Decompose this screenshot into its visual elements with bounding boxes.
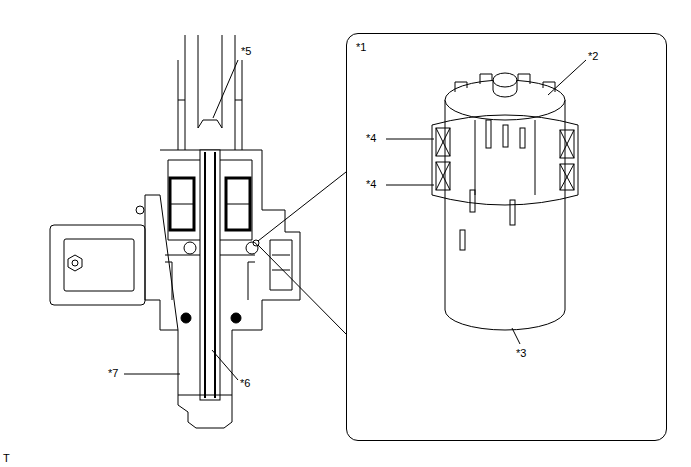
callout-number: *7 [108, 367, 118, 380]
callout-number: *1 [356, 41, 366, 54]
callout-number: *3 [516, 347, 526, 360]
callout-number: *4 [366, 132, 376, 145]
callout-number: T [3, 452, 10, 465]
inset-panel: *1 [346, 33, 667, 441]
callout-number: *6 [240, 377, 250, 390]
callout-number: *2 [588, 50, 598, 63]
callout-number: *4 [366, 178, 376, 191]
callout-number: *5 [241, 45, 251, 58]
